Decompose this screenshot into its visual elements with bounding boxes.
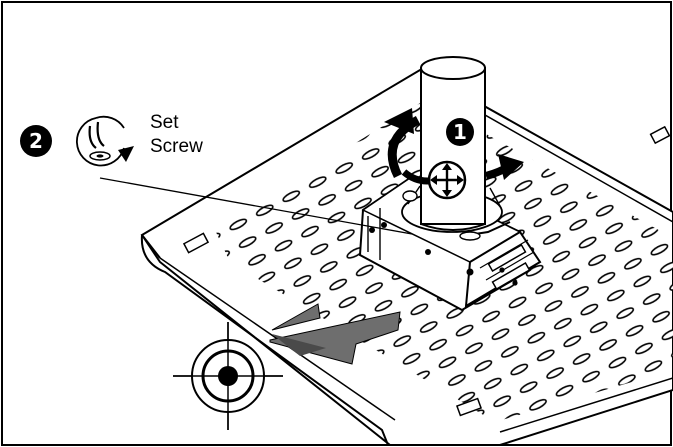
step-one-number: 1 [453, 120, 467, 144]
set-screw-label-line2: Screw [150, 136, 203, 157]
slide-direction-arrow-icon [269, 303, 401, 365]
set-screw-rotate-icon [76, 115, 134, 167]
four-way-arrow-icon [427, 160, 467, 200]
step-one-badge: 1 [446, 118, 474, 146]
rotate-arrow-icon [384, 108, 524, 185]
step-two-number: 2 [29, 129, 43, 153]
set-screw-label-line1: Set [150, 112, 179, 133]
step-two-badge: 2 [20, 125, 52, 157]
crosshair-target-icon [173, 322, 283, 430]
set-screw-leader-line [99, 177, 413, 235]
